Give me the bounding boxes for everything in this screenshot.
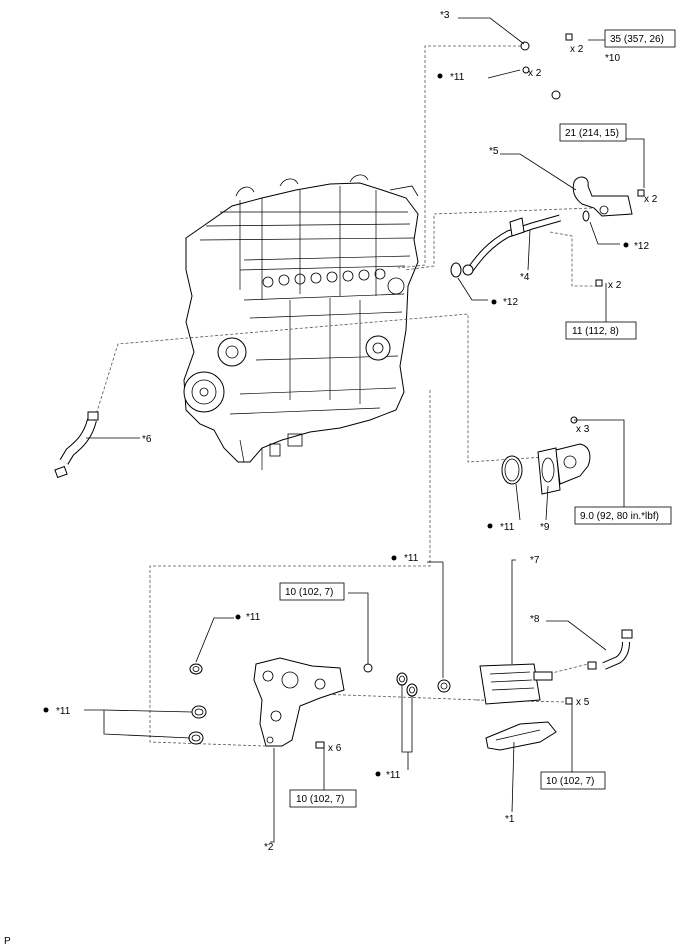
engine-assembly-illustration: [183, 174, 419, 470]
callout-8: *8: [530, 614, 540, 625]
callout-4: *4: [520, 272, 530, 283]
callout-10: *10: [605, 53, 620, 64]
torque-11: 11 (112, 8): [572, 326, 619, 337]
qty-x2-pipe-bolt: x 2: [570, 44, 584, 55]
callout-11-bottom: *11: [386, 770, 401, 781]
torque-21: 21 (214, 15): [565, 128, 619, 139]
torque-labels: 35 (357, 26) 21 (214, 15) 11 (112, 8) 9.…: [285, 34, 664, 805]
corner-letter: P: [4, 936, 11, 947]
bullet-marks: [43, 73, 629, 777]
qty-x5: x 5: [576, 697, 590, 708]
part-3-bolt: [565, 33, 573, 41]
callout-1: *1: [505, 814, 515, 825]
qty-x2-pipe-gasket: x 2: [528, 68, 542, 79]
part-7-oil-cooler: [479, 663, 573, 705]
callout-9: *9: [540, 522, 550, 533]
part-8-oil-cooler-hose: [587, 629, 633, 670]
callout-12-right: *12: [634, 241, 649, 252]
torque-35: 35 (357, 26): [610, 34, 664, 45]
torque-10-lower-left: 10 (102, 7): [296, 794, 344, 805]
part-4-bypass-pipe: [450, 210, 603, 287]
callout-11-top: *11: [450, 72, 465, 83]
quantity-labels: x 2 x 2 x 2 x 2 x 3 x 5 x 6: [328, 44, 658, 754]
callout-2: *2: [264, 842, 274, 853]
qty-x6: x 6: [328, 743, 342, 754]
callout-11-mid: *11: [404, 553, 419, 564]
part-1-insulator: [485, 721, 557, 751]
callout-6: *6: [142, 434, 152, 445]
part-5-water-outlet: [572, 176, 645, 217]
callout-11-thermo: *11: [500, 522, 515, 533]
qty-x2-outlet-bolt: x 2: [644, 194, 658, 205]
callout-11-left-upper: *11: [246, 612, 261, 623]
part-9-water-inlet-housing: [501, 416, 591, 495]
torque-9: 9.0 (92, 80 in.*lbf): [580, 511, 659, 522]
leader-lines: [84, 17, 645, 843]
o-rings: [188, 663, 451, 745]
callout-11-left-lower: *11: [56, 706, 71, 717]
torque-10-lower-right: 10 (102, 7): [546, 776, 594, 787]
torque-boxes: [279, 29, 676, 808]
callout-12-left: *12: [503, 297, 518, 308]
torque-10-upper: 10 (102, 7): [285, 587, 333, 598]
part-callouts: *3 *10 *11 *5 *12 *4 *12 *6 *11 *9 *11 *…: [56, 10, 649, 853]
callout-3: *3: [440, 10, 450, 21]
callout-5: *5: [489, 146, 499, 157]
dashed-reference-lines: [94, 45, 600, 747]
qty-x2-bypass-bolt: x 2: [608, 280, 622, 291]
qty-x3: x 3: [576, 424, 590, 435]
part-2-oil-filter-bracket: [253, 657, 373, 749]
part-3-water-pipe: [520, 41, 579, 100]
callout-7: *7: [530, 555, 540, 566]
part-6-hose: [54, 411, 99, 479]
